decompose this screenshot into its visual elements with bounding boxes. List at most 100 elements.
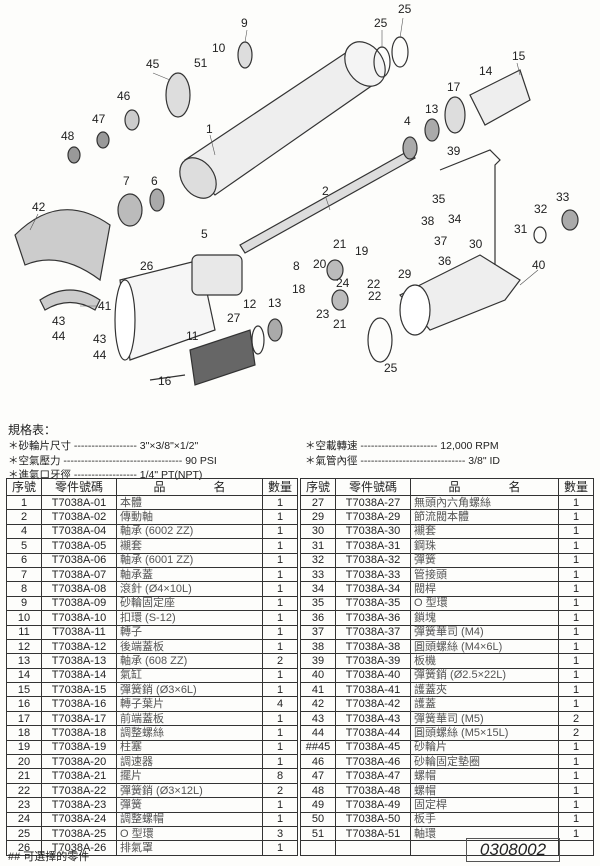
cylinder-part <box>469 69 531 126</box>
callout-number: 23 <box>316 307 330 321</box>
quantity: 1 <box>262 682 298 698</box>
quantity: 1 <box>262 509 298 525</box>
part-number: T7038A-35 <box>335 595 411 612</box>
callout-number: 30 <box>469 237 483 251</box>
header-part-number: 零件號碼 <box>335 478 411 496</box>
callout-number: 39 <box>447 144 461 158</box>
callout-number: 25 <box>384 361 398 375</box>
quantity: 1 <box>558 667 594 684</box>
part-number: T7038A-26 <box>41 840 117 856</box>
part-name: 板機 <box>410 653 559 669</box>
part-number: T7038A-21 <box>41 768 117 784</box>
callout-number: 48 <box>61 129 75 143</box>
callout-number: 15 <box>512 49 526 63</box>
part-number: T7038A-37 <box>335 624 411 640</box>
part-no: 4 <box>6 523 42 540</box>
part-number: T7038A-34 <box>335 581 411 597</box>
quantity: 1 <box>558 595 594 612</box>
spec-free-speed: ＊空載轉速 ---------------------- 12,000 RPM <box>305 440 499 452</box>
quantity: 2 <box>558 725 594 741</box>
part-name: 本體 <box>116 494 263 511</box>
part-no: 46 <box>300 754 336 770</box>
quantity: 1 <box>262 538 298 554</box>
part-no: 40 <box>300 667 336 684</box>
part-name: 護蓋 <box>410 696 559 712</box>
part-number: T7038A-44 <box>335 725 411 741</box>
header-name: 品 名 <box>410 478 559 496</box>
part-no: 43 <box>300 710 336 727</box>
part-name: 固定桿 <box>410 797 559 813</box>
part-no: 7 <box>6 566 42 583</box>
callout-number: 37 <box>434 234 448 248</box>
quantity: 1 <box>558 782 594 799</box>
part-number: T7038A-13 <box>41 653 117 669</box>
header-part-number: 零件號碼 <box>41 478 117 496</box>
callout-number: 43 <box>52 314 66 328</box>
part-no: 44 <box>300 725 336 741</box>
callout-number: 11 <box>186 329 199 343</box>
part-no: 2 <box>6 509 42 525</box>
part-name: 扣環 (S-12) <box>116 610 263 626</box>
quantity: 1 <box>262 552 298 568</box>
part-name: O 型環 <box>410 595 559 612</box>
part-number: T7038A-30 <box>335 523 411 540</box>
part-name: 砂輪片 <box>410 739 559 756</box>
callout-number: 5 <box>201 227 208 241</box>
part-name: 彈簧華司 (M4) <box>410 624 559 640</box>
part-number: T7038A-50 <box>335 811 411 827</box>
callout-number: 14 <box>479 64 493 78</box>
callout-number: 8 <box>293 259 300 273</box>
callout-number: 19 <box>355 244 369 258</box>
part-number: T7038A-17 <box>41 710 117 727</box>
callout-number: 25 <box>374 16 388 30</box>
part-no: 12 <box>6 638 42 655</box>
part-no: 16 <box>6 696 42 712</box>
part-number: T7038A-33 <box>335 566 411 583</box>
part-number: T7038A-31 <box>335 538 411 554</box>
callout-number: 27 <box>227 311 241 325</box>
callout-number: 20 <box>313 257 327 271</box>
callout-number: 4 <box>404 114 411 128</box>
part-name: O 型環 <box>116 825 263 842</box>
part-number: T7038A-43 <box>335 710 411 727</box>
quantity: 2 <box>262 782 298 799</box>
quantity: 1 <box>262 710 298 727</box>
quantity: 1 <box>262 739 298 756</box>
part-no: 8 <box>6 581 42 597</box>
part-name: 轉子葉片 <box>116 696 263 712</box>
callout-number: 25 <box>398 2 412 16</box>
part-number: T7038A-25 <box>41 825 117 842</box>
part-no: 6 <box>6 552 42 568</box>
part-name: 彈簧 <box>410 552 559 568</box>
part-no: 27 <box>300 494 336 511</box>
part-no: 22 <box>6 782 42 799</box>
part-number: T7038A-40 <box>335 667 411 684</box>
part-name: 管接頭 <box>410 566 559 583</box>
part-number: T7038A-01 <box>41 494 117 511</box>
callout-number: 41 <box>98 299 112 313</box>
callout-number: 36 <box>438 254 452 268</box>
part-no: 29 <box>300 509 336 525</box>
callout-number: 21 <box>333 237 347 251</box>
quantity: 1 <box>262 797 298 813</box>
